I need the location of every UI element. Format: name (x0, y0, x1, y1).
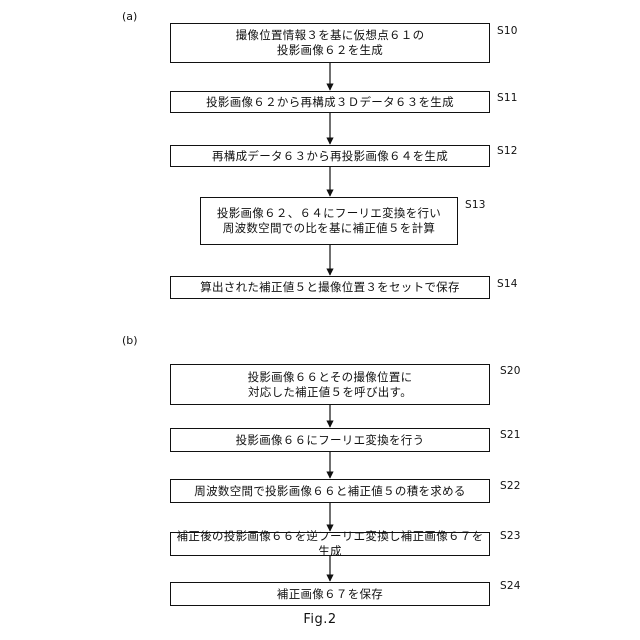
figure-caption: Fig.2 (0, 612, 640, 627)
